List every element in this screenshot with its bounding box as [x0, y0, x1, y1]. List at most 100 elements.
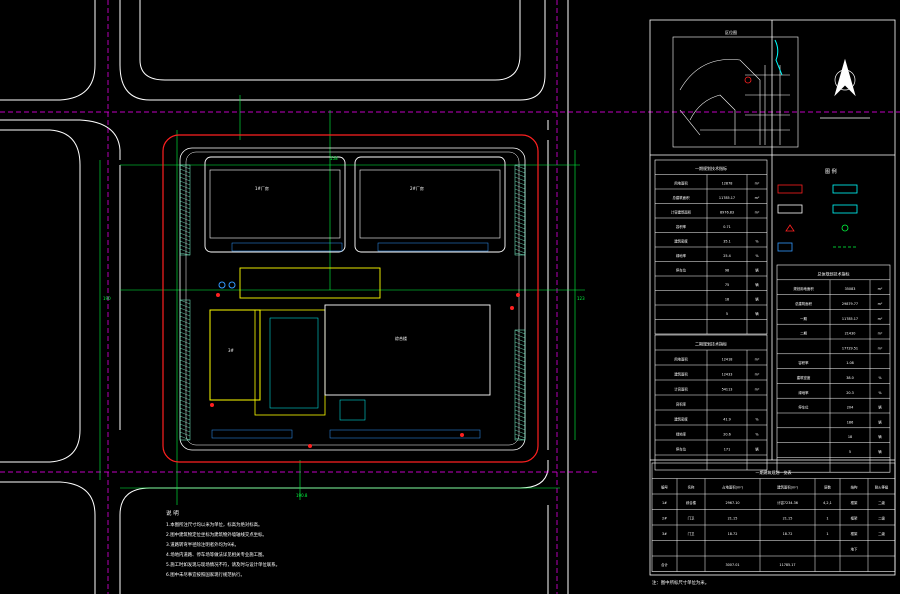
building-1-label: 1#厂房 — [255, 185, 269, 191]
hatch-line — [179, 423, 191, 429]
hatch-line — [514, 168, 526, 174]
notes-lines: 1.本图所注尺寸均以米为单位，标高为绝对标高。2.图中建筑物定位坐标为建筑物外墙… — [166, 521, 546, 581]
dim-left: 190 — [103, 296, 111, 301]
table-overall-row-unit: % — [878, 376, 882, 380]
table-cell: 3# — [662, 532, 667, 536]
table-phase2-row-name: 用地面积 — [674, 357, 688, 362]
table-cell: 综合楼 — [686, 500, 697, 505]
table-overall-row-unit: m² — [878, 287, 883, 291]
table-cell: 框架 — [851, 500, 858, 505]
table-phase1-row-value: 35.1 — [723, 240, 731, 244]
dimension-labels: 190 190.8 123 158 — [103, 156, 585, 498]
notes-title: 说 明 — [166, 511, 179, 517]
table-phase2-title: 二期规划技术指标 — [695, 341, 727, 347]
table-phase2-row-name: 容积率 — [676, 402, 687, 407]
building-1: 1#厂房 — [204, 156, 346, 253]
table-phase1-row-name: 绿地率 — [676, 253, 687, 258]
table-phase1-row-unit: % — [755, 254, 759, 258]
dim-bottom: 190.8 — [296, 493, 308, 498]
table-cell: 4,2,1 — [823, 501, 832, 505]
table-overall-row-name: 绿地率 — [798, 390, 809, 395]
hatch-line — [179, 303, 191, 309]
table-phase1-row-value: 11785.17 — [719, 196, 735, 200]
title-block — [649, 19, 896, 576]
hatch-line — [514, 425, 526, 431]
table-phase2-row-unit: m² — [755, 358, 760, 362]
table-cell: 1# — [662, 501, 667, 505]
hatch-line — [514, 240, 526, 246]
table-cell: 2967.10 — [725, 501, 739, 505]
table-overall-row-value: 29879.77 — [842, 302, 858, 306]
hatch-line — [514, 349, 526, 355]
table-header-cell: 编号 — [661, 485, 668, 490]
hatch-line — [179, 343, 191, 349]
hatch-line — [514, 369, 526, 375]
hatch-line — [514, 433, 526, 439]
table-overall-row-name: 总建筑面积 — [795, 301, 813, 306]
hatch-line — [179, 315, 191, 321]
table-phase1-row-name: 总建筑面积 — [673, 195, 691, 200]
table-phase1-row-name: 计容建筑面积 — [671, 210, 692, 215]
hatch-line — [514, 232, 526, 238]
hatch-line — [514, 252, 526, 256]
blue-markers — [218, 281, 236, 289]
hatch-line — [514, 385, 526, 391]
hatch-line — [514, 405, 526, 411]
hatch-line — [179, 371, 191, 377]
hatch-line — [179, 383, 191, 389]
location-map — [672, 36, 799, 148]
table-phase2-row-value: 20.6 — [723, 433, 731, 437]
hatch-line — [179, 391, 191, 397]
hatch-line — [514, 429, 526, 435]
hatch-line — [514, 184, 526, 190]
hatch-line — [179, 192, 191, 198]
hatch-line — [179, 327, 191, 333]
table-overall-row-unit: m² — [878, 302, 883, 306]
table-overall-row-value: 1.08 — [846, 361, 854, 365]
hatch-line — [179, 216, 191, 222]
hatch-line — [179, 232, 191, 238]
hatch-line — [514, 409, 526, 415]
table-overall-row-value: 38.0 — [846, 376, 854, 380]
hatch-line — [514, 397, 526, 403]
site-red-line — [162, 134, 539, 463]
table-phase1-row-unit: m² — [755, 182, 760, 186]
table-overall-row-value: 20.3 — [846, 391, 854, 395]
hatch-line — [514, 353, 526, 359]
table-phase1-row-unit: m² — [755, 196, 760, 200]
north-arrow-icon — [820, 58, 870, 119]
hatch-line — [179, 299, 191, 305]
table-phase1-row-value: 75 — [725, 283, 729, 287]
hatch-line — [514, 393, 526, 399]
table-header-cell: 层数 — [824, 485, 831, 490]
table-cell: 二级 — [878, 531, 885, 536]
hatch-line — [514, 413, 526, 419]
table-cell: 18.72 — [783, 532, 793, 536]
dimension-lines — [99, 95, 585, 505]
hatch-line — [514, 373, 526, 379]
table-phase1-row-unit: % — [755, 240, 759, 244]
building-2-label: 2#厂房 — [410, 185, 424, 191]
site-location-marker — [744, 76, 752, 84]
hatch-line — [514, 176, 526, 182]
hatch-line — [179, 244, 191, 250]
hatch-line — [514, 200, 526, 206]
table-cell: 3007.01 — [725, 563, 739, 567]
table-overall-row-value: 11785.17 — [842, 317, 858, 321]
table-cell: 计容7234.36 — [777, 500, 798, 505]
note-line: 4.场地内道路、停车场等做法详见相关专业施工图。 — [166, 553, 267, 558]
hatch-line — [179, 252, 191, 256]
hatch-line — [179, 236, 191, 242]
table-phase1-row-name: 建筑密度 — [674, 239, 688, 244]
hatch-line — [514, 236, 526, 242]
table-cell: 二级 — [878, 516, 885, 521]
table-phase2-row-name: 计容面积 — [674, 387, 688, 392]
hatch-line — [179, 168, 191, 174]
table-building-list-title: 一期建筑规划一览表 — [756, 469, 792, 475]
main-building-label: 综合楼 — [395, 335, 407, 341]
table-overall-row-value: 5 — [849, 450, 851, 454]
table-overall-row-name: 建筑密度 — [797, 375, 811, 380]
table-phase1-row-value: 0.71 — [723, 225, 731, 229]
